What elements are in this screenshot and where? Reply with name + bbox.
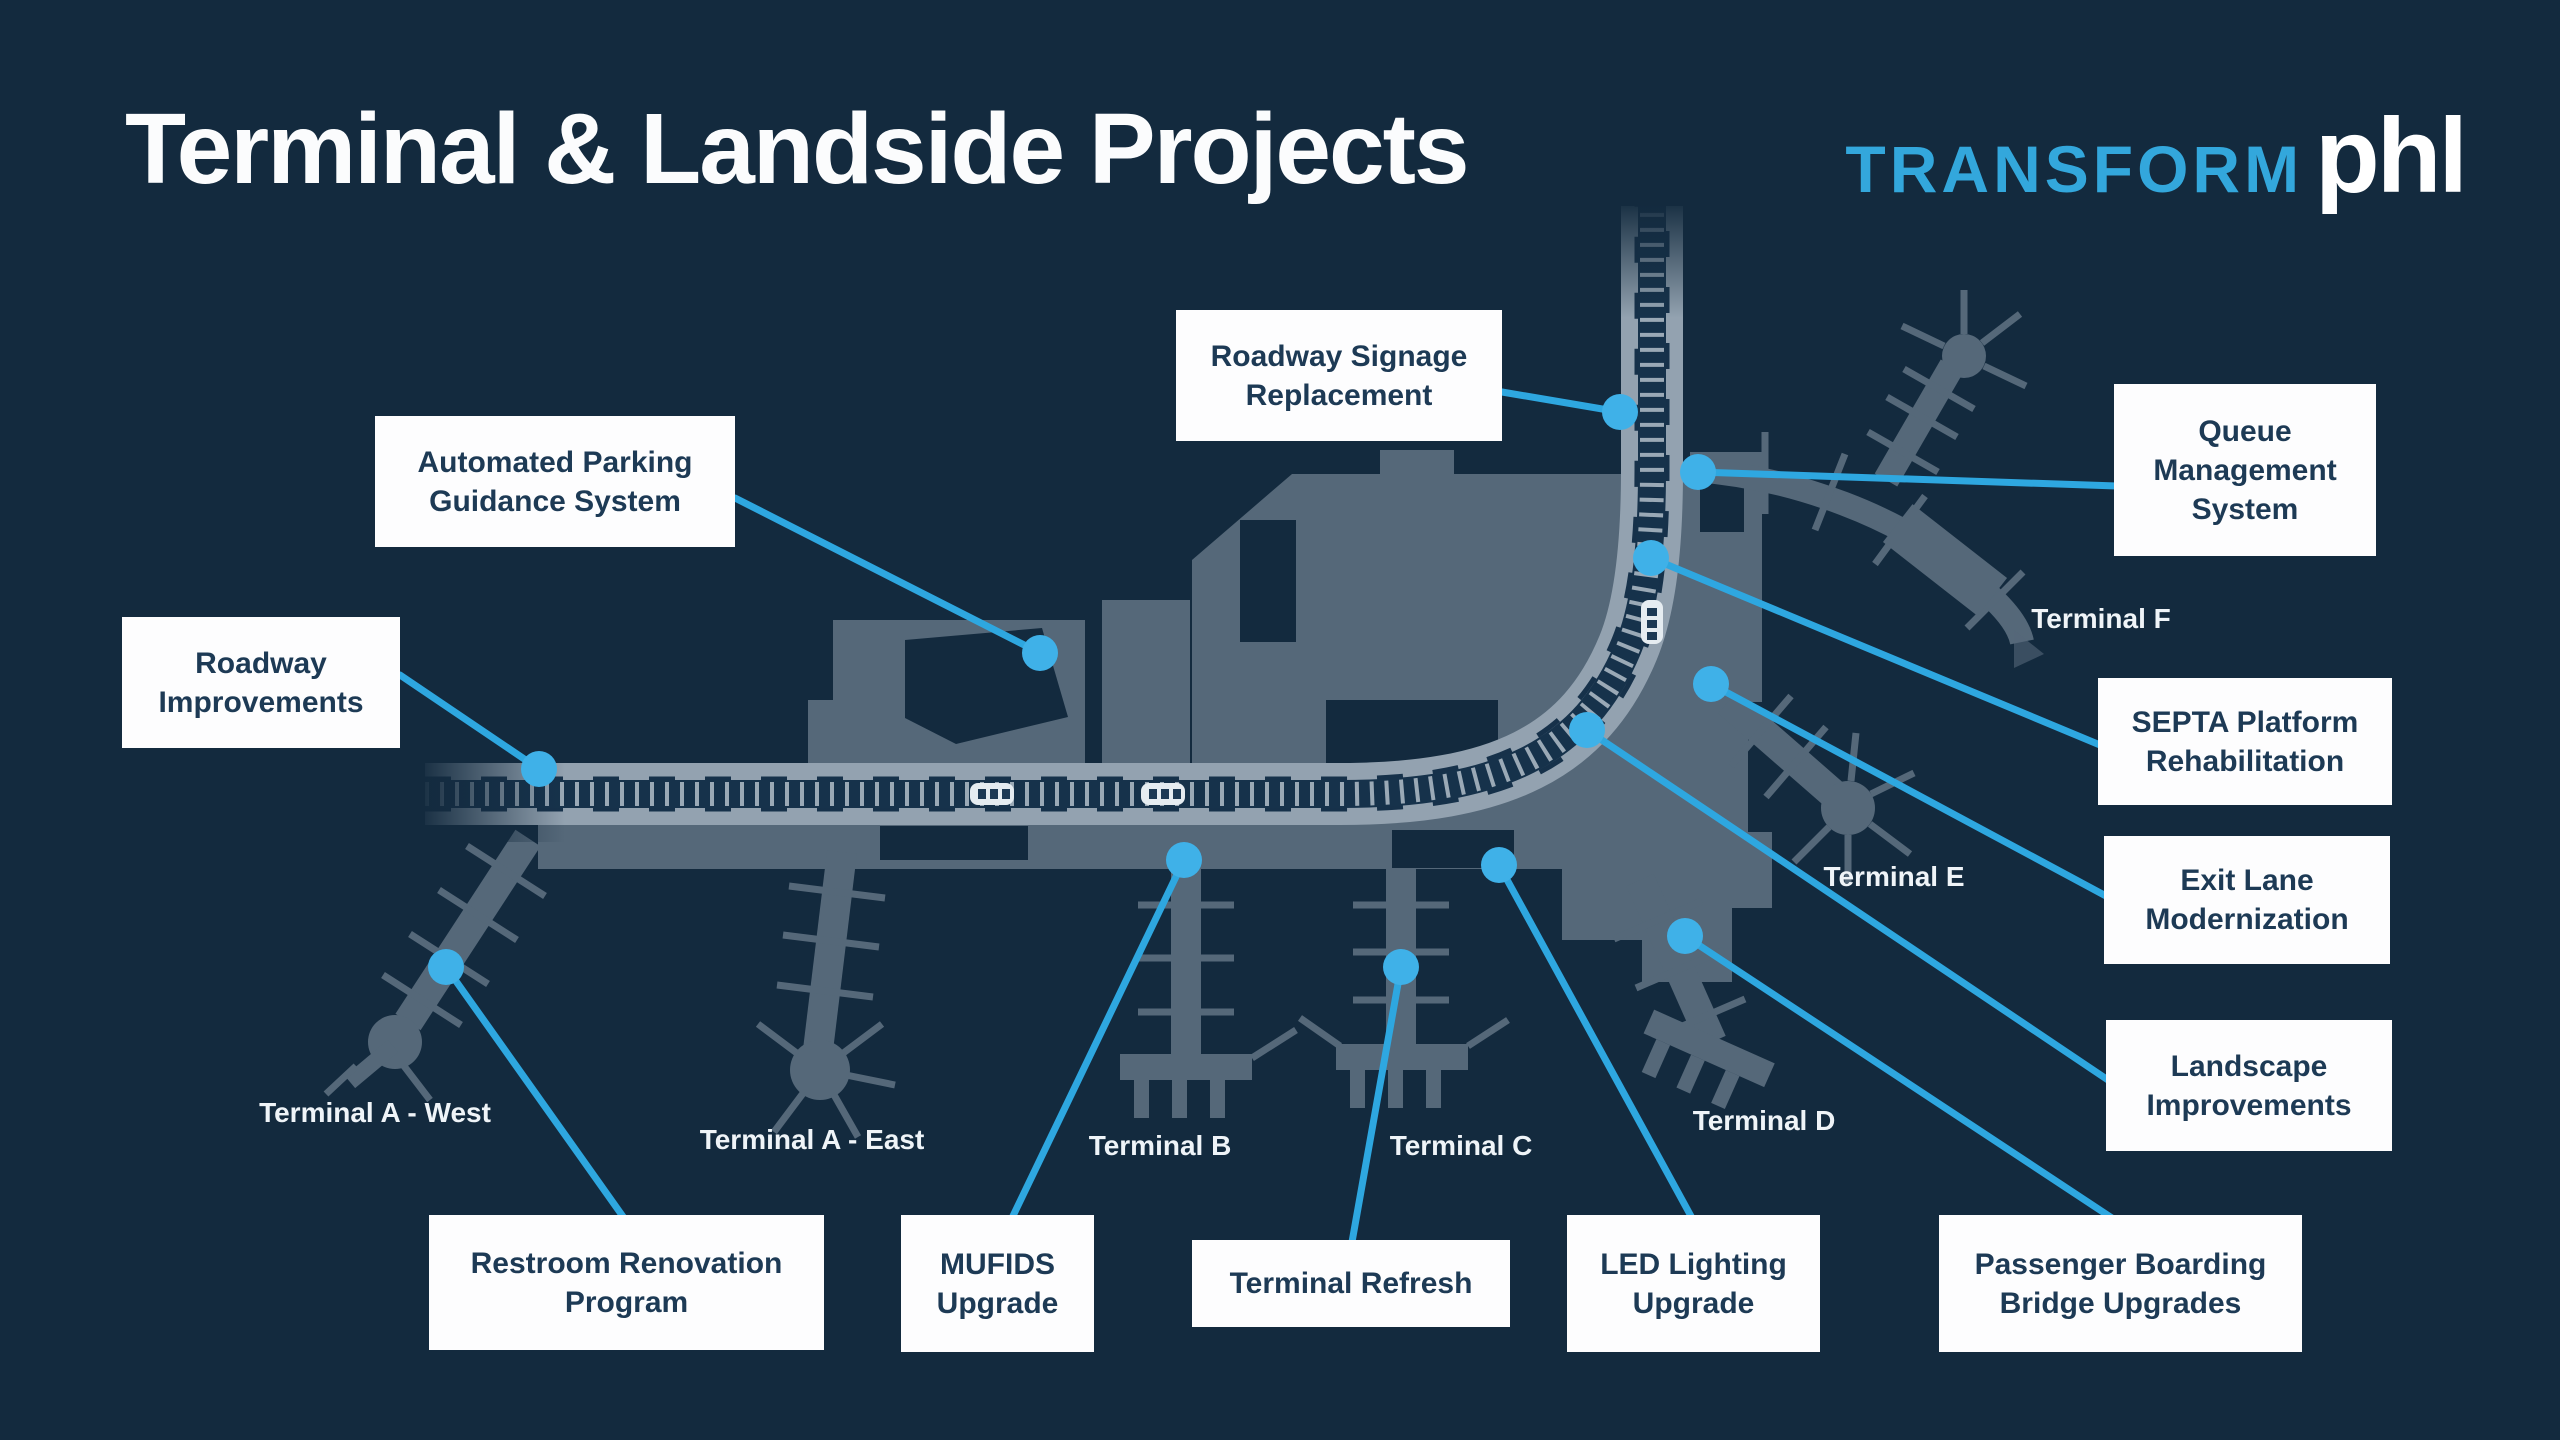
line-passenger-boarding: [1681, 932, 2116, 1222]
pier-terminal-a-west: [323, 829, 547, 1103]
dot-roadway-improvements: [521, 751, 557, 787]
line-septa-platform: [1647, 554, 2104, 749]
callout-led-lighting-upgrade: LED Lighting Upgrade: [1567, 1215, 1820, 1352]
line-automated-parking: [731, 494, 1044, 657]
line-mufids: [1008, 856, 1188, 1222]
concourse-piers: [323, 290, 2044, 1139]
train-icon: [1641, 600, 1663, 644]
line-exit-lane: [1707, 680, 2110, 900]
label-terminal-c: Terminal C: [1389, 1130, 1533, 1161]
callout-landscape-improvements: Landscape Improvements: [2106, 1020, 2392, 1151]
road-fade-north: [1600, 198, 1710, 318]
pier-terminal-c: [1297, 868, 1510, 1108]
logo-phl-text: phl: [2315, 97, 2468, 215]
dot-queue-management: [1680, 454, 1716, 490]
page-title: Terminal & Landside Projects: [125, 93, 1470, 205]
pier-terminal-d: [1612, 873, 1775, 1110]
transform-phl-logo: TRANSFORM phl: [1845, 96, 2468, 217]
callout-mufids-upgrade: MUFIDS Upgrade: [901, 1215, 1094, 1352]
label-terminal-f: Terminal F: [2031, 603, 2171, 634]
pier-terminal-f: [1866, 290, 2028, 487]
logo-transform-text: TRANSFORM: [1845, 132, 2304, 206]
garage-block-mid: [1102, 600, 1190, 767]
line-roadway-improvements: [396, 671, 543, 773]
project-dots: [428, 394, 1729, 985]
dot-mufids: [1166, 842, 1202, 878]
train-icon: [1141, 783, 1185, 805]
label-terminal-a-west: Terminal A - West: [259, 1097, 491, 1128]
line-terminal-refresh: [1348, 963, 1405, 1246]
dot-led-lighting: [1481, 847, 1517, 883]
callout-roadway-signage-replacement: Roadway Signage Replacement: [1176, 310, 1502, 441]
dot-passenger-boarding: [1667, 918, 1703, 954]
dot-exit-lane: [1693, 666, 1729, 702]
line-led-lighting: [1495, 861, 1696, 1222]
label-terminal-e: Terminal E: [1823, 861, 1965, 892]
callout-roadway-improvements: Roadway Improvements: [122, 617, 400, 748]
dot-septa-platform: [1633, 540, 1669, 576]
callout-septa-platform-rehabilitation: SEPTA Platform Rehabilitation: [2098, 678, 2392, 805]
line-landscape: [1583, 726, 2112, 1084]
train-icon: [970, 783, 1014, 805]
line-roadway-signage: [1498, 388, 1624, 416]
dot-restroom: [428, 949, 464, 985]
trains: [970, 600, 1663, 805]
line-queue-management: [1694, 468, 2121, 490]
callout-automated-parking-guidance-system: Automated Parking Guidance System: [375, 416, 735, 547]
pier-terminal-b: [1120, 866, 1298, 1118]
dot-roadway-signage: [1602, 394, 1638, 430]
label-terminal-a-east: Terminal A - East: [699, 1124, 925, 1155]
dot-automated-parking: [1022, 635, 1058, 671]
lane-divider-inner: [425, 206, 1670, 812]
callout-queue-management-system: Queue Management System: [2114, 384, 2376, 556]
line-restroom: [442, 963, 628, 1222]
lane-divider-outer: [425, 206, 1640, 782]
callout-exit-lane-modernization: Exit Lane Modernization: [2104, 836, 2390, 964]
callout-terminal-refresh: Terminal Refresh: [1192, 1240, 1510, 1327]
callout-restroom-renovation-program: Restroom Renovation Program: [429, 1215, 824, 1350]
callout-passenger-boarding-bridge-upgrades: Passenger Boarding Bridge Upgrades: [1939, 1215, 2302, 1352]
label-terminal-b: Terminal B: [1088, 1130, 1232, 1161]
callout-lines: [396, 388, 2121, 1246]
label-terminal-d: Terminal D: [1692, 1105, 1836, 1136]
pier-terminal-a-east: [755, 850, 896, 1139]
dot-terminal-refresh: [1383, 949, 1419, 985]
dot-landscape: [1569, 712, 1605, 748]
